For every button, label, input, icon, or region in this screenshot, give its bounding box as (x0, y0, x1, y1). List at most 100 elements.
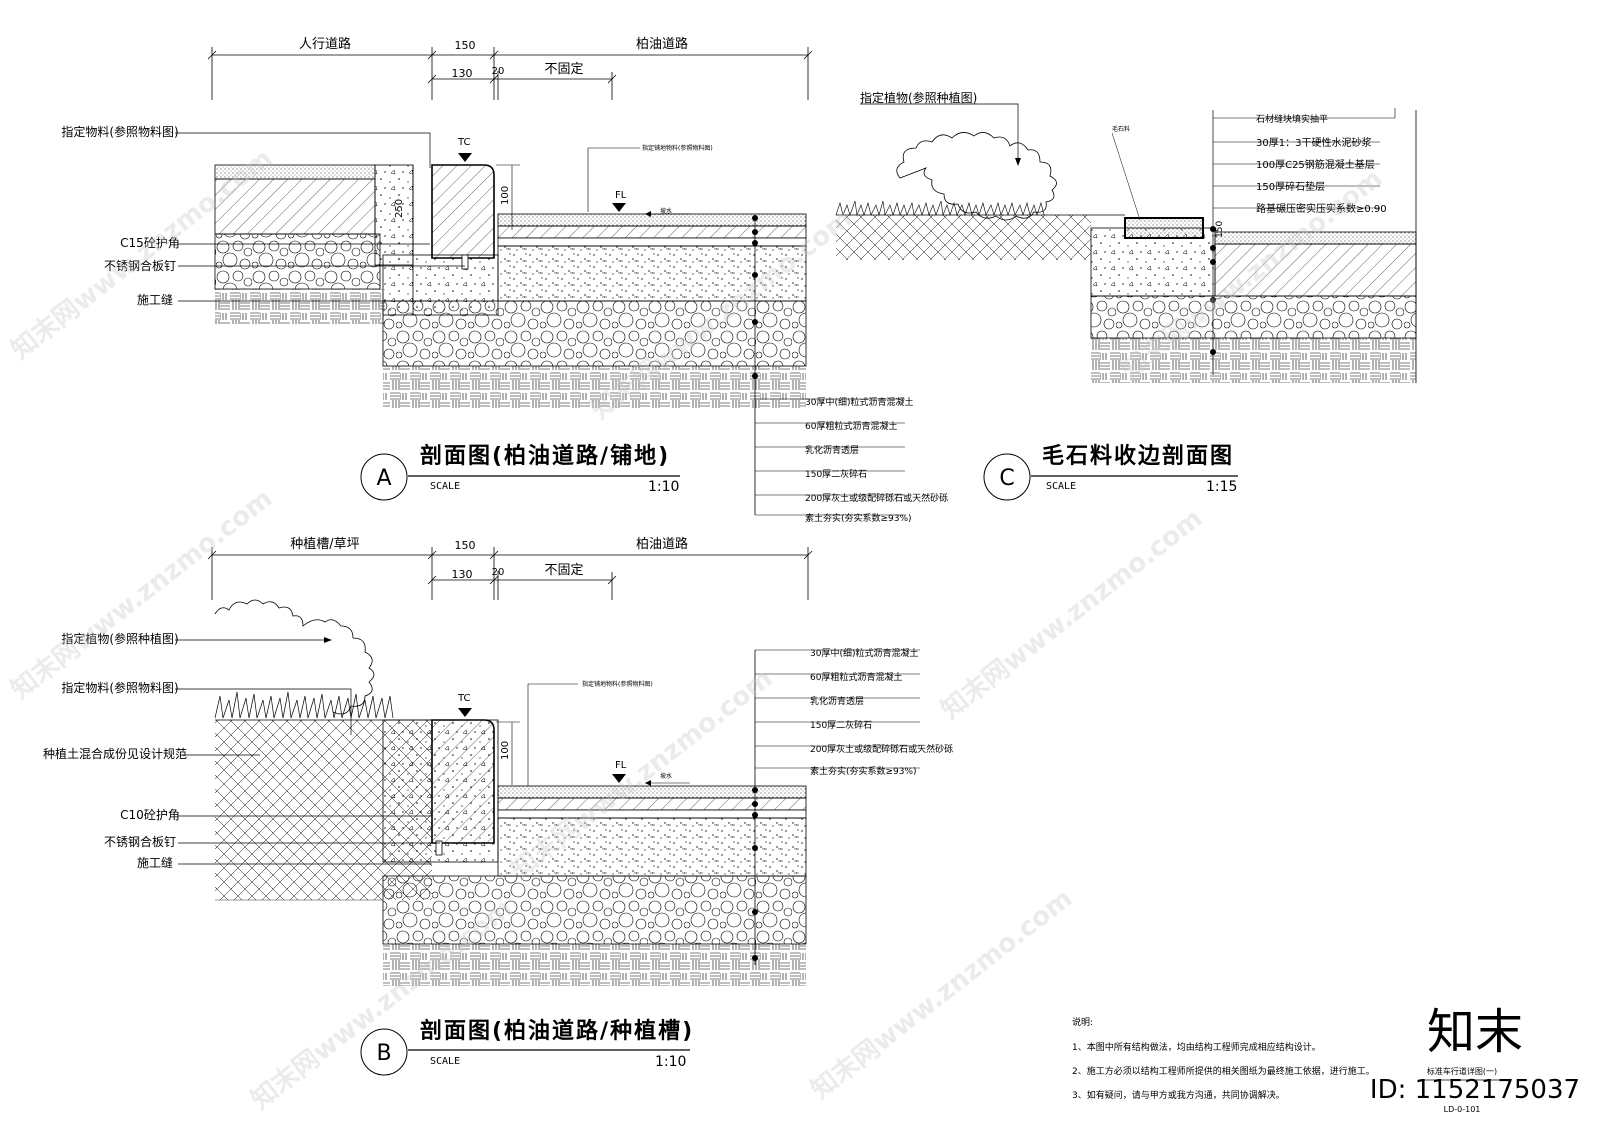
b-dim-right-label: 柏油道路 (636, 536, 688, 552)
section-c-scale: 1:15 (1206, 479, 1237, 495)
graded-gravel (382, 300, 807, 367)
steel-pin (461, 254, 469, 270)
small-note: 指定铺地物料(参照物料图) (642, 144, 713, 152)
dim-100-label: 100 (500, 186, 511, 205)
note-1: 1、本图中所有结构做法，均由结构工程师完成相应结构设计。 (1072, 1041, 1321, 1053)
section-a-marker-circle (360, 453, 408, 501)
section-b-title: 剖面图(柏油道路/种植槽) (420, 1018, 694, 1044)
section-a-marker: A (376, 466, 391, 491)
paving-mortar (214, 178, 376, 235)
sheet-number: LD-0-101 (1444, 1105, 1481, 1114)
c-layer-label-1: 30厚1：3干硬性水泥砂浆 (1256, 136, 1371, 149)
c-soil (1091, 338, 1416, 383)
section-a-title: 剖面图(柏油道路/铺地) (420, 443, 670, 469)
left-label-1: C15砼护角 (120, 236, 180, 250)
dim-20-label: 20 (492, 66, 505, 77)
planting-soil (836, 215, 1091, 260)
layer-label-5: 素土夯实(夯实系数≥93%) (805, 512, 912, 524)
b-layer-label-1: 60厚粗粒式沥青混凝土 (810, 671, 902, 683)
notes-heading: 说明: (1072, 1016, 1093, 1028)
slope-label: 坡水 (660, 207, 672, 215)
c-layer-labels: 石材缝块填实抽平 30厚1：3干硬性水泥砂浆 100厚C25钢筋混凝土基层 15… (1213, 108, 1396, 215)
c-layer-dots (1210, 226, 1216, 355)
watermark-5: 知末网www.znzmo.com (936, 503, 1208, 725)
layer-labels: 30厚中(细)粒式沥青混凝土 60厚粗粒式沥青混凝土 乳化沥青透层 150厚二灰… (755, 396, 948, 524)
section-b-marker-circle (360, 1028, 408, 1076)
left-label-3: 施工缝 (137, 292, 173, 307)
b-left-label-2: 种植土混合成份见设计规范 (43, 746, 187, 761)
left-label-0: 指定物料(参照物料图) (61, 124, 178, 139)
dim-right-label: 柏油道路 (636, 36, 688, 52)
layer-label-2: 乳化沥青透层 (805, 444, 859, 456)
section-c-title: 毛石料收边剖面图 (1042, 443, 1234, 469)
b-tc-marker (458, 708, 472, 717)
b-slope-label: 坡水 (660, 772, 672, 780)
notes-block: 说明: 1、本图中所有结构做法，均由结构工程师完成相应结构设计。 2、施工方必须… (1072, 1016, 1375, 1101)
curb-stone (431, 164, 495, 259)
section-a: 人行道路 150 130 20 柏油道路 不固定 250 TC 100 (61, 36, 948, 524)
b-layer-label-3: 150厚二灰碎石 (810, 719, 872, 731)
section-c-scale-label: SCALE (1046, 481, 1076, 492)
c-plant-label: 指定植物(参照种植图) (860, 90, 977, 105)
b-layer-label-0: 30厚中(细)粒式沥青混凝土 (810, 647, 918, 659)
b-dim-130-label: 130 (452, 568, 473, 581)
b-dim-20-label: 20 (492, 567, 505, 578)
c-layer-label-2: 100厚C25钢筋混凝土基层 (1256, 158, 1375, 171)
b-left-label-4: 不锈钢合板钉 (104, 834, 176, 849)
c-paving-mortar (1214, 243, 1417, 297)
c-dim-150: 150 (1215, 221, 1225, 238)
section-c-marker-circle (983, 453, 1031, 501)
b-fl-label: FL (615, 760, 627, 771)
b-dim-left-label: 种植槽/草坪 (290, 537, 359, 552)
b-prime-coat (497, 809, 807, 819)
note-3: 3、如有疑问，请与甲方或我方沟通，共同协调解决。 (1072, 1089, 1285, 1101)
watermark-8: 知末网www.znzmo.com (246, 893, 518, 1115)
b-steel-pin (435, 840, 443, 856)
dim-left-label: 人行道路 (299, 36, 351, 52)
note-2: 2、施工方必须以结构工程师所提供的相关图纸为最终施工依据，进行施工。 (1072, 1065, 1375, 1077)
section-b-scale-label: SCALE (430, 1056, 460, 1067)
left-label-2: 不锈钢合板钉 (104, 258, 176, 273)
b-dim-100-label: 100 (500, 741, 511, 760)
grass-line (835, 200, 1045, 217)
sheet-title: 标准车行道详图(一) (1427, 1066, 1497, 1076)
layer-label-4: 200厚灰土或级配碎砾石或天然砂砾 (805, 492, 948, 504)
b-left-label-1: 指定物料(参照物料图) (61, 680, 178, 695)
section-a-scale: 1:10 (648, 479, 679, 495)
b-layer-label-4: 200厚灰土或级配碎砾石或天然砂砾 (810, 743, 953, 755)
b-shrub-outline (214, 599, 375, 715)
c-layer-label-4: 路基碾压密实压实系数≥0.90 (1256, 202, 1387, 215)
b-graded-gravel (382, 875, 807, 945)
b-tc-label: TC (457, 693, 471, 704)
paving-stone-base (214, 233, 381, 290)
fl-label: FL (615, 190, 627, 201)
watermark-6: 知末网www.znzmo.com (806, 883, 1078, 1105)
b-left-label-3: C10砼护角 (120, 808, 180, 822)
b-grass (214, 691, 394, 719)
paving-soil (215, 289, 385, 324)
prime-coat (497, 237, 807, 247)
section-c: 150 石材缝块填实抽平 30厚1：3干硬性水泥砂浆 100厚C25钢筋混凝土基… (835, 90, 1417, 501)
b-dim-curb-label: 150 (455, 539, 476, 552)
c-gravel (1090, 295, 1417, 339)
b-layer-label-2: 乳化沥青透层 (810, 695, 864, 707)
asphalt-fine (497, 213, 807, 227)
b-asphalt-coarse (497, 797, 807, 811)
paving-joint-block (374, 164, 414, 266)
rc-base (1090, 227, 1216, 297)
dim-unfixed-label: 不固定 (544, 62, 583, 77)
title-block: 标准车行道详图(一) LD-0-101 (1420, 1066, 1505, 1114)
section-a-dimensions (207, 47, 813, 100)
fl-marker (612, 203, 626, 212)
brand-logo: 知末 (1427, 1004, 1523, 1060)
section-b-dimensions (207, 547, 813, 600)
c-small-note: 毛石料 (1112, 125, 1130, 133)
section-b: 种植槽/草坪 150 130 20 柏油道路 不固定 TC 100 (43, 536, 953, 1076)
dim-130-label: 130 (452, 67, 473, 80)
b-left-label-0: 指定植物(参照种植图) (61, 631, 178, 646)
b-curb-stone (431, 719, 495, 844)
dim-250-label: 250 (394, 199, 405, 218)
dim-curb-label: 150 (455, 39, 476, 52)
layer-label-3: 150厚二灰碎石 (805, 468, 867, 480)
